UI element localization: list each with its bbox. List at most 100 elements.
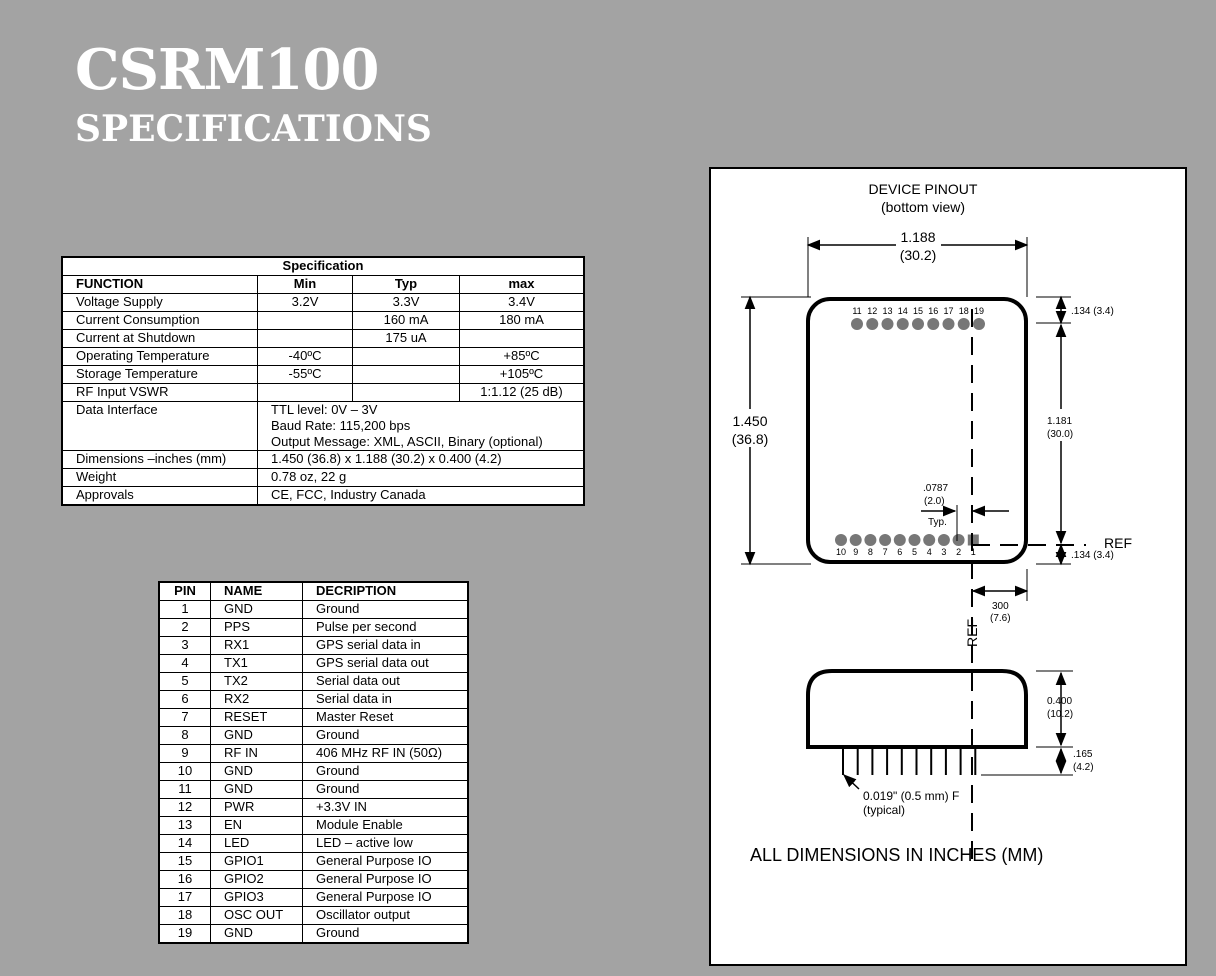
pin-pad — [835, 534, 847, 546]
pin-pad — [896, 318, 909, 330]
pin-description: Serial data out — [302, 672, 469, 691]
pin-pad — [942, 318, 955, 330]
inner-height-mm: (30.0) — [1047, 429, 1073, 440]
data-interface-line: Baud Rate: 115,200 bps — [271, 418, 411, 433]
pin-number: 12 — [158, 798, 211, 817]
data-interface-line: Output Message: XML, ASCII, Binary (opti… — [271, 434, 543, 449]
spec-cell: 3.3V — [352, 293, 460, 312]
width-mm: (30.2) — [900, 247, 937, 263]
pin-name: LED — [210, 834, 303, 853]
pin-number: 3 — [158, 636, 211, 655]
pin-name: TX2 — [210, 672, 303, 691]
pin-pad-label: 3 — [941, 547, 946, 557]
pin-pad — [864, 534, 877, 546]
depth-mm: (10.2) — [1047, 709, 1073, 720]
spec-cell: 3.4V — [459, 293, 585, 312]
depth-inches: 0.400 — [1047, 696, 1072, 707]
pin-pad-label: 16 — [928, 306, 938, 316]
side-view-leads — [842, 749, 977, 775]
spec-cell-label: Dimensions –inches (mm) — [61, 450, 258, 469]
pin-name: GPIO1 — [210, 852, 303, 871]
spec-cell — [352, 383, 460, 402]
width-inches: 1.188 — [900, 229, 935, 245]
pinout-title: DEVICE PINOUT — [869, 181, 978, 197]
pin-pad-label: 10 — [836, 547, 846, 557]
pin-description: Serial data in — [302, 690, 469, 709]
spec-col-max: max — [459, 275, 585, 294]
device-pinout-diagram: DEVICE PINOUT (bottom view) 1.188 (30.2)… — [709, 167, 1187, 966]
lead-inches: .165 — [1073, 749, 1093, 760]
pin-description: Oscillator output — [302, 906, 469, 925]
offset-mm: (7.6) — [990, 613, 1011, 624]
inner-height-inches: 1.181 — [1047, 416, 1072, 427]
pin-description: LED – active low — [302, 834, 469, 853]
pin-number: 18 — [158, 906, 211, 925]
pin-name: RF IN — [210, 744, 303, 763]
pin-name: TX1 — [210, 654, 303, 673]
pin-pad-label: 17 — [943, 306, 953, 316]
spec-cell-value: 1.450 (36.8) x 1.188 (30.2) x 0.400 (4.2… — [257, 450, 585, 469]
pin-name: GND — [210, 600, 303, 619]
spec-cell-label: Data Interface — [61, 401, 258, 451]
pin-pad — [912, 318, 924, 330]
pin-pad — [923, 534, 936, 546]
spec-cell: 180 mA — [459, 311, 585, 330]
pin-name: RX2 — [210, 690, 303, 709]
pinout-subtitle: (bottom view) — [881, 199, 965, 215]
pin-name: PWR — [210, 798, 303, 817]
pin-description: General Purpose IO — [302, 852, 469, 871]
pin-number: 6 — [158, 690, 211, 709]
spec-table-caption: Specification — [61, 256, 585, 276]
pin-pad — [849, 534, 862, 546]
pin-name: GND — [210, 762, 303, 781]
pin-pad-label: 19 — [974, 306, 984, 316]
pin-description: GPS serial data in — [302, 636, 469, 655]
pin-description: +3.3V IN — [302, 798, 469, 817]
pitch-note: Typ. — [928, 517, 947, 528]
pin-dimension-note: (typical) — [863, 803, 905, 817]
pin-dim-pointer — [843, 774, 860, 790]
pin-description: General Purpose IO — [302, 870, 469, 889]
pin-pad-label: 13 — [882, 306, 892, 316]
specification-table: Specification FUNCTION Min Typ max Volta… — [61, 256, 585, 506]
module-outline-side-view — [806, 669, 1028, 749]
pin-number: 15 — [158, 852, 211, 871]
spec-cell: Voltage Supply — [61, 293, 258, 312]
pin-description: Ground — [302, 762, 469, 781]
pin-number: 5 — [158, 672, 211, 691]
pin-number: 16 — [158, 870, 211, 889]
pin-name: RX1 — [210, 636, 303, 655]
pin-pad — [927, 318, 940, 330]
spec-cell-value: 0.78 oz, 22 g — [257, 468, 585, 487]
pin-dimension: 0.019" (0.5 mm) F — [863, 789, 959, 803]
spec-cell: 175 uA — [352, 329, 460, 348]
spec-cell — [257, 383, 353, 402]
ref-label: REF — [1104, 535, 1132, 551]
spec-cell: 160 mA — [352, 311, 460, 330]
spec-row: Dimensions –inches (mm)1.450 (36.8) x 1.… — [61, 450, 585, 469]
ref-vertical-label: REF — [964, 619, 980, 647]
pin-pad-label: 2 — [956, 547, 961, 557]
pin-name: PPS — [210, 618, 303, 637]
spec-cell — [352, 365, 460, 384]
pitch-mm: (2.0) — [924, 496, 945, 507]
pin-number: 19 — [158, 924, 211, 944]
pin-pad — [952, 534, 965, 546]
spec-col-function: FUNCTION — [61, 275, 258, 294]
pin-description: Ground — [302, 924, 469, 944]
height-inches: 1.450 — [732, 413, 767, 429]
pin-description: Ground — [302, 780, 469, 799]
